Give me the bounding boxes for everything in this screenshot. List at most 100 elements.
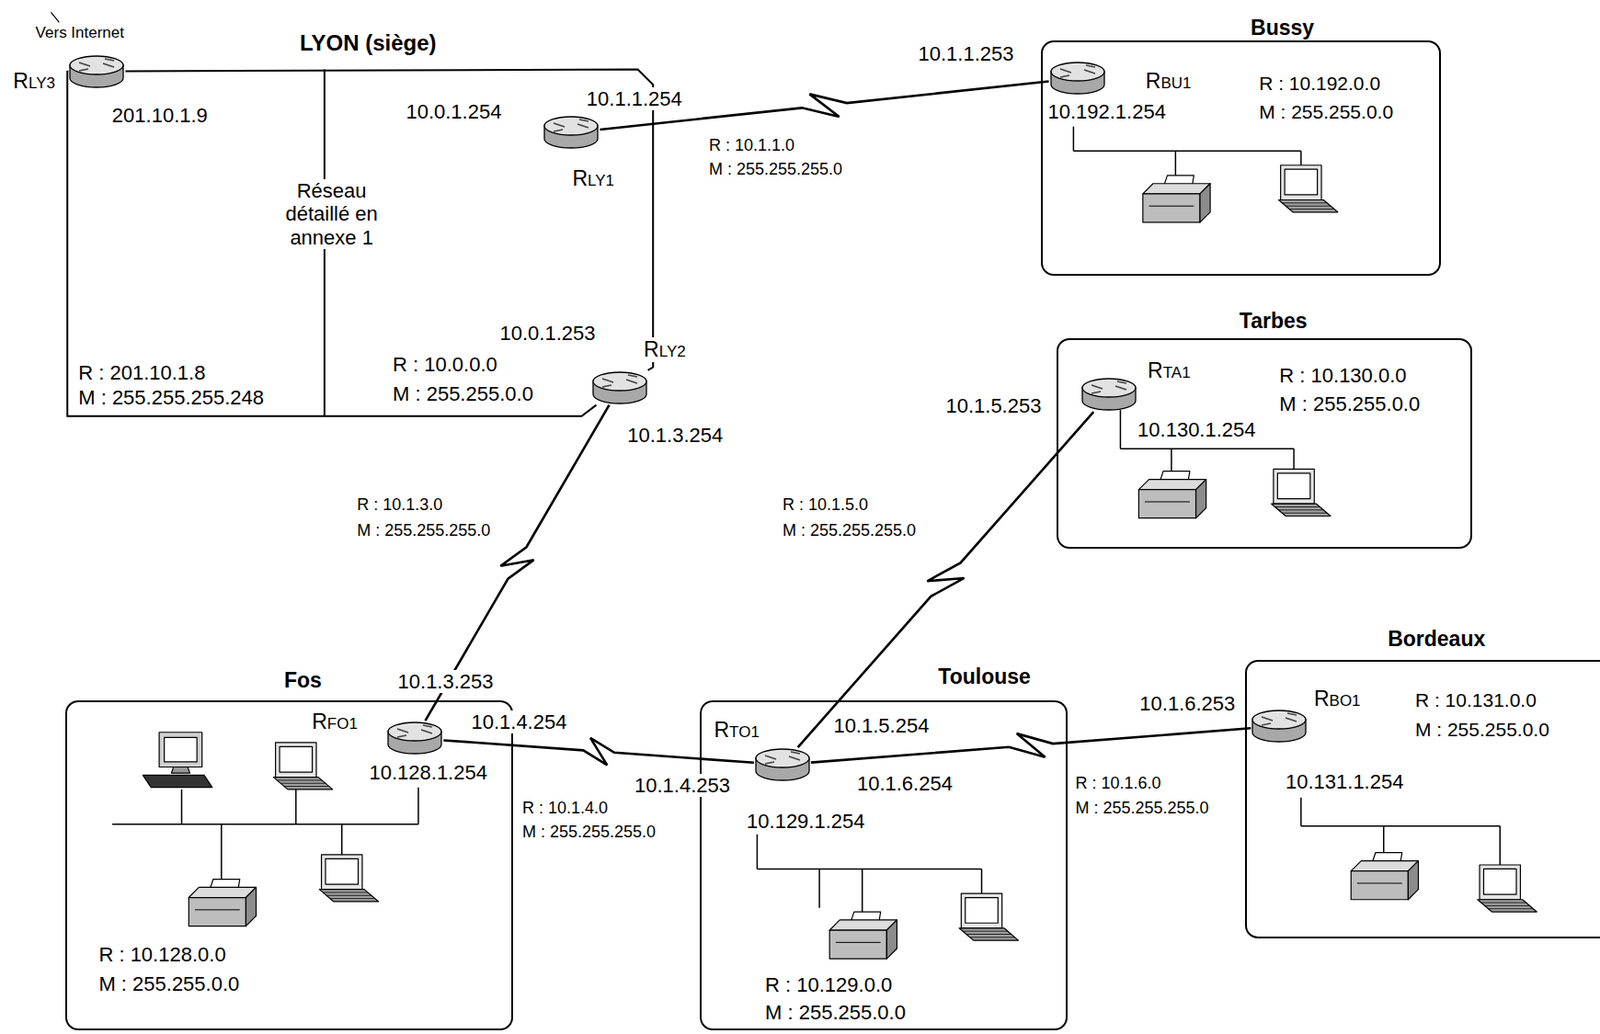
router-arrow [1261, 717, 1273, 721]
keyboard-row [1281, 202, 1327, 204]
laptop-keyboard [1477, 900, 1537, 913]
router: RTA1 [1080, 377, 1138, 412]
network-mask: M : 255.255.0.0 [390, 382, 536, 406]
site-name: Tarbes [1239, 308, 1308, 333]
router-arrow [1287, 713, 1297, 716]
laptop-keyboard [1271, 503, 1331, 516]
keyboard-row [1278, 509, 1324, 511]
ip-address: 10.1.5.254 [831, 714, 931, 738]
network-mask: M : 255.255.0.0 [1277, 392, 1422, 416]
ip-address: 10.1.3.253 [396, 670, 496, 694]
site-name: Bussy [1250, 15, 1315, 40]
printer-top [829, 920, 897, 931]
router-arrow [104, 58, 115, 61]
lan-wire [1073, 126, 1075, 152]
router-top [69, 56, 124, 75]
router-arrow [1261, 723, 1271, 726]
printer-top [1138, 480, 1206, 491]
router-name: RBO1 [1313, 686, 1362, 713]
site-name: Fos [284, 668, 322, 693]
router-arrow [422, 725, 433, 728]
ip-address: 10.1.5.253 [943, 394, 1043, 418]
router-name: RLY2 [642, 337, 687, 364]
lan-wire [1073, 149, 1301, 152]
ip-address: 10.192.1.254 [1045, 100, 1167, 124]
site-name: Bordeaux [1387, 627, 1486, 652]
router-arrow [1091, 391, 1101, 394]
lan-wire [1120, 410, 1122, 449]
site-title: LYON (siège) [297, 30, 439, 57]
printer-top [1142, 183, 1211, 195]
router-arrow [765, 762, 775, 765]
keyboard-row [1487, 908, 1533, 910]
router-top [1252, 710, 1306, 730]
router-arrow [553, 129, 563, 132]
ip-address: 10.130.1.254 [1135, 418, 1258, 442]
lan-wire [1300, 150, 1303, 166]
keyboard-row [1275, 506, 1321, 508]
router-arrow [1115, 386, 1127, 390]
router-top [544, 116, 598, 136]
ip-address: 10.1.3.254 [625, 423, 725, 447]
lan-wire [220, 824, 223, 880]
router-arrow [788, 756, 800, 761]
lan-wire [417, 788, 420, 825]
network-address: R : 10.128.0.0 [96, 943, 228, 967]
keyboard-row [1485, 905, 1531, 907]
network-address: R : 10.130.0.0 [1277, 364, 1408, 388]
router-arrow [579, 119, 589, 122]
router-name: RTA1 [1146, 358, 1192, 385]
router-arrow [602, 385, 612, 388]
network-address: R : 10.192.0.0 [1257, 72, 1383, 95]
router: RTO1 [754, 747, 812, 783]
network-mask: M : 255.255.0.0 [96, 972, 241, 996]
printer-top [1350, 861, 1418, 872]
router-arrow [628, 375, 638, 378]
keyboard-row [280, 783, 326, 785]
router-arrow [79, 62, 91, 67]
router-arrow [1060, 75, 1070, 78]
ip-address: 10.1.1.253 [916, 42, 1017, 66]
desktop-keyboard [142, 775, 212, 788]
lan-wire [981, 868, 983, 894]
laptop-screen [275, 742, 317, 778]
network-address: R : 10.1.5.0 [780, 495, 870, 515]
ip-address: 10.1.1.254 [584, 87, 685, 111]
wan-link [443, 738, 755, 766]
router-icon [591, 370, 649, 406]
printer-side [886, 920, 897, 960]
network-mask: M : 255.255.255.0 [354, 521, 492, 541]
keyboard-row [1285, 205, 1331, 207]
lan-wire [1301, 825, 1500, 828]
network-address: R : 10.129.0.0 [763, 973, 894, 997]
network-mask: M : 255.255.255.0 [520, 822, 658, 843]
site-name: Toulouse [937, 664, 1031, 689]
ip-address: 10.129.1.254 [744, 810, 867, 834]
network-mask: M : 255.255.255.0 [780, 521, 918, 541]
printer-slot [1144, 501, 1190, 503]
network-address: R : 10.0.0.0 [390, 353, 500, 377]
router: RBU1 [1049, 60, 1107, 96]
ip-address: 10.1.6.253 [1137, 692, 1237, 716]
printer-front [188, 898, 246, 927]
monitor-case [159, 732, 203, 768]
lan-wire [756, 868, 982, 871]
annex-note: Réseau détaillé en annexe 1 [272, 179, 391, 250]
router-arrow [602, 378, 614, 383]
laptop-display [279, 746, 313, 773]
keyboard-row [970, 937, 1016, 938]
laptop-screen [321, 855, 363, 891]
printer-front [829, 930, 887, 960]
keyboard-row [276, 779, 322, 781]
laptop-display [1277, 473, 1311, 500]
router-arrow [1285, 718, 1297, 722]
network-address: R : 10.1.3.0 [354, 495, 445, 515]
router-arrow [397, 729, 409, 733]
router-icon [1250, 708, 1308, 744]
router-arrow [577, 124, 589, 128]
ip-address: 10.1.6.254 [855, 772, 955, 796]
keyboard-row [1481, 902, 1527, 904]
